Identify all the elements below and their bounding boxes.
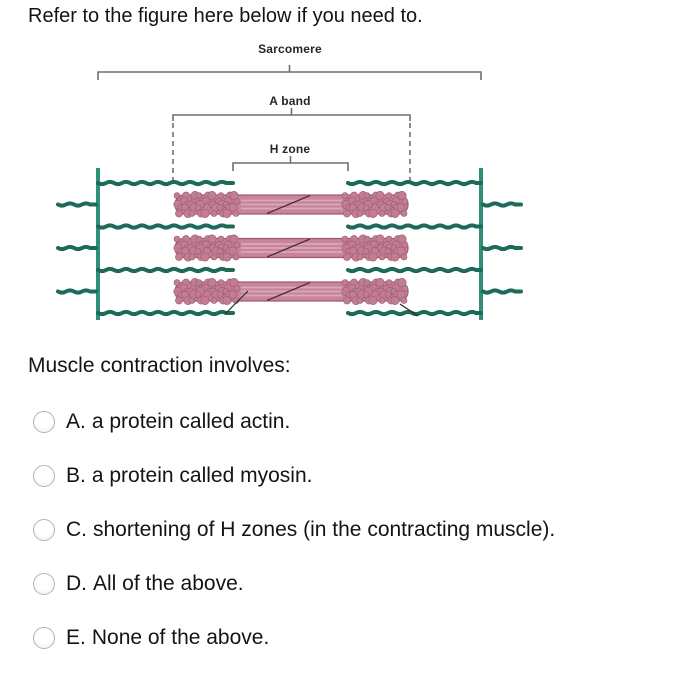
option-letter-d: D.: [66, 572, 87, 595]
myosin-filaments: [173, 191, 409, 306]
leader-lines: [224, 290, 419, 317]
radio-button-e[interactable]: [33, 627, 55, 649]
option-letter-e: E.: [66, 626, 86, 649]
option-row-d[interactable]: D. All of the above.: [33, 572, 244, 596]
measure-brackets: [97, 65, 482, 182]
radio-button-d[interactable]: [33, 573, 55, 595]
sarcomere-diagram-svg: [56, 65, 523, 320]
option-row-c[interactable]: C. shortening of H zones (in the contrac…: [33, 518, 555, 542]
option-letter-a: A.: [66, 410, 86, 433]
radio-button-a[interactable]: [33, 411, 55, 433]
option-text-b: a protein called myosin.: [91, 464, 313, 487]
option-letter-b: B.: [66, 464, 86, 487]
option-letter-c: C.: [66, 518, 87, 541]
option-row-b[interactable]: B. a protein called myosin.: [33, 464, 312, 488]
radio-button-b[interactable]: [33, 465, 55, 487]
question-stem: Muscle contraction involves:: [28, 354, 291, 377]
radio-button-c[interactable]: [33, 519, 55, 541]
instruction-text: Refer to the figure here below if you ne…: [28, 5, 423, 27]
actin-filaments: [96, 179, 483, 317]
option-text-a: a protein called actin.: [91, 410, 291, 433]
adjacent-actin-stubs: [56, 201, 523, 295]
figure-label-a-band: A band: [269, 94, 311, 108]
option-row-a[interactable]: A. a protein called actin.: [33, 410, 290, 434]
figure-label-h-zone: H zone: [269, 142, 311, 156]
figure-label-sarcomere: Sarcomere: [258, 42, 322, 56]
z-disc-lines: [96, 168, 483, 320]
option-text-d: All of the above.: [93, 572, 244, 595]
option-text-e: None of the above.: [91, 626, 270, 649]
option-text-c: shortening of H zones (in the contractin…: [93, 518, 556, 541]
option-row-e[interactable]: E. None of the above.: [33, 626, 269, 650]
sarcomere-figure: Sarcomere A band H zone: [55, 42, 530, 344]
